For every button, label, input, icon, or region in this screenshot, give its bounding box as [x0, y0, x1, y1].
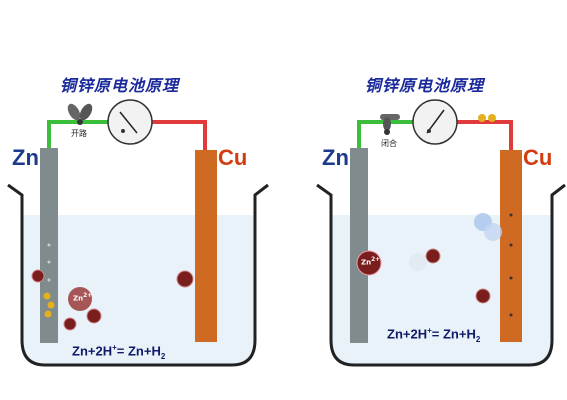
copper-label: Cu [523, 145, 553, 170]
zinc-label: Zn [12, 145, 39, 170]
zinc-label: Zn [322, 145, 349, 170]
knife-switch-icon [380, 114, 400, 135]
copper-label: Cu [218, 145, 248, 170]
knife-switch-icon [67, 103, 93, 125]
hydrogen-bubble [484, 223, 502, 241]
beaker [316, 183, 566, 367]
beaker [7, 183, 269, 367]
switch-state-label: 开路 [71, 129, 87, 138]
reaction-equation: Zn+2H+= Zn+H2 [72, 343, 166, 361]
copper-surface-particles [509, 213, 513, 317]
galvanometer-icon [107, 99, 153, 145]
zinc-surface-particles [43, 243, 55, 318]
ions-solution [31, 269, 194, 331]
switch-state-label: 闭合 [381, 139, 397, 148]
wire-copper [152, 120, 207, 150]
cell-diagram-open [7, 99, 269, 367]
zinc-ion-label: Zn2+ [73, 293, 93, 303]
wire-zinc [47, 120, 108, 148]
panel-open-circuit: 铜锌原电池原理 Zn Cu 开路 Zn+2H+= Zn+H2 Zn2+ [0, 0, 283, 400]
reaction-equation: Zn+2H+= Zn+H2 [387, 326, 481, 344]
zinc-ion-label: Zn2+ [361, 257, 381, 267]
panel-closed-circuit: 铜锌原电池原理 Zn Cu 闭合 Zn+2H+= Zn+H2 Zn2+ [283, 0, 566, 400]
copper-electrode [195, 150, 217, 342]
galvanometer-icon [412, 99, 458, 145]
electron-flow [478, 114, 496, 122]
wire-copper [455, 120, 513, 150]
cell-diagram-closed [316, 99, 566, 367]
zinc-electrode [350, 148, 368, 343]
zinc-ion [356, 250, 382, 276]
diagram-title: 铜锌原电池原理 [60, 76, 180, 95]
solution [331, 215, 552, 365]
wire-zinc [357, 120, 413, 148]
zinc-ion [68, 287, 92, 311]
ions-solution [356, 213, 502, 304]
diagram-title: 铜锌原电池原理 [365, 76, 485, 95]
